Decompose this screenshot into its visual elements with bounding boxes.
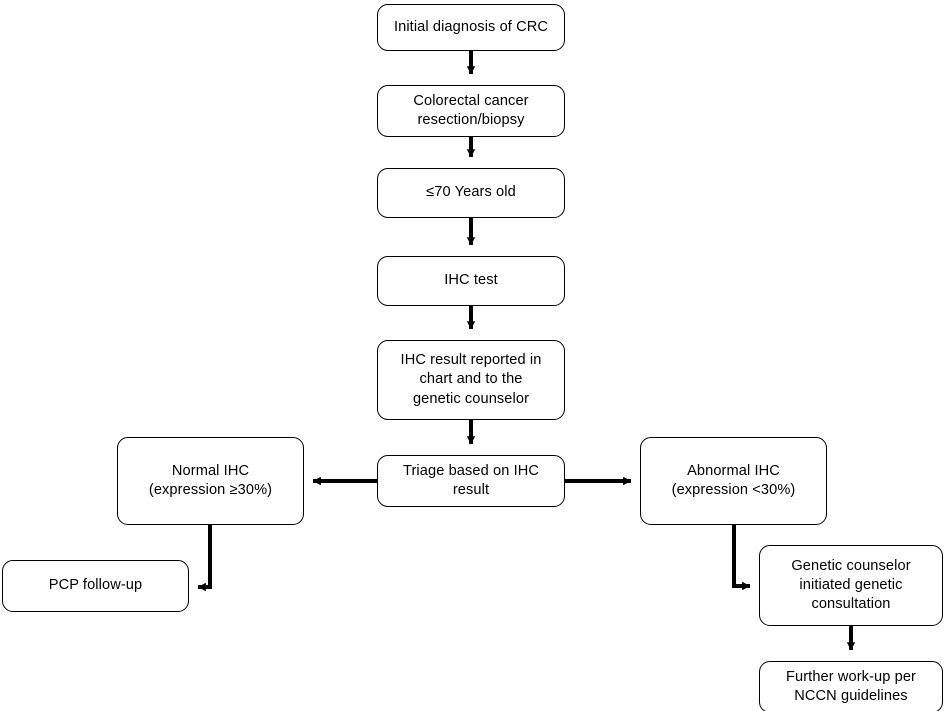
connector-abnormal-to-genetic xyxy=(732,525,751,591)
node-genetic-consultation[interactable]: Genetic counselor initiated genetic cons… xyxy=(759,545,943,626)
node-abnormal-ihc[interactable]: Abnormal IHC (expression <30%) xyxy=(640,437,827,525)
node-pcp-follow-up[interactable]: PCP follow-up xyxy=(2,560,189,612)
node-initial-diagnosis[interactable]: Initial diagnosis of CRC xyxy=(377,4,565,51)
node-age-criterion[interactable]: ≤70 Years old xyxy=(377,168,565,218)
node-label: Colorectal cancer resection/biopsy xyxy=(413,92,529,128)
node-label: Genetic counselor initiated genetic cons… xyxy=(791,557,911,613)
node-label: IHC result reported in chart and to the … xyxy=(400,352,542,407)
node-label: PCP follow-up xyxy=(48,577,143,594)
node-label: Triage based on IHC result xyxy=(402,462,539,498)
node-label: Normal IHC (expression ≥30%) xyxy=(148,462,273,498)
node-label: Abnormal IHC (expression <30%) xyxy=(671,462,796,498)
node-resection-biopsy[interactable]: Colorectal cancer resection/biopsy xyxy=(377,85,565,137)
node-ihc-result-reported[interactable]: IHC result reported in chart and to the … xyxy=(377,340,565,420)
node-normal-ihc[interactable]: Normal IHC (expression ≥30%) xyxy=(117,437,304,525)
node-label: ≤70 Years old xyxy=(426,184,516,201)
node-further-workup[interactable]: Further work-up per NCCN guidelines xyxy=(759,661,943,711)
node-ihc-test[interactable]: IHC test xyxy=(377,256,565,306)
node-label: Further work-up per NCCN guidelines xyxy=(785,668,917,704)
node-label: Initial diagnosis of CRC xyxy=(393,18,549,35)
node-triage[interactable]: Triage based on IHC result xyxy=(377,455,565,507)
node-label: IHC test xyxy=(444,272,498,289)
connector-normal-to-pcp xyxy=(197,525,212,592)
